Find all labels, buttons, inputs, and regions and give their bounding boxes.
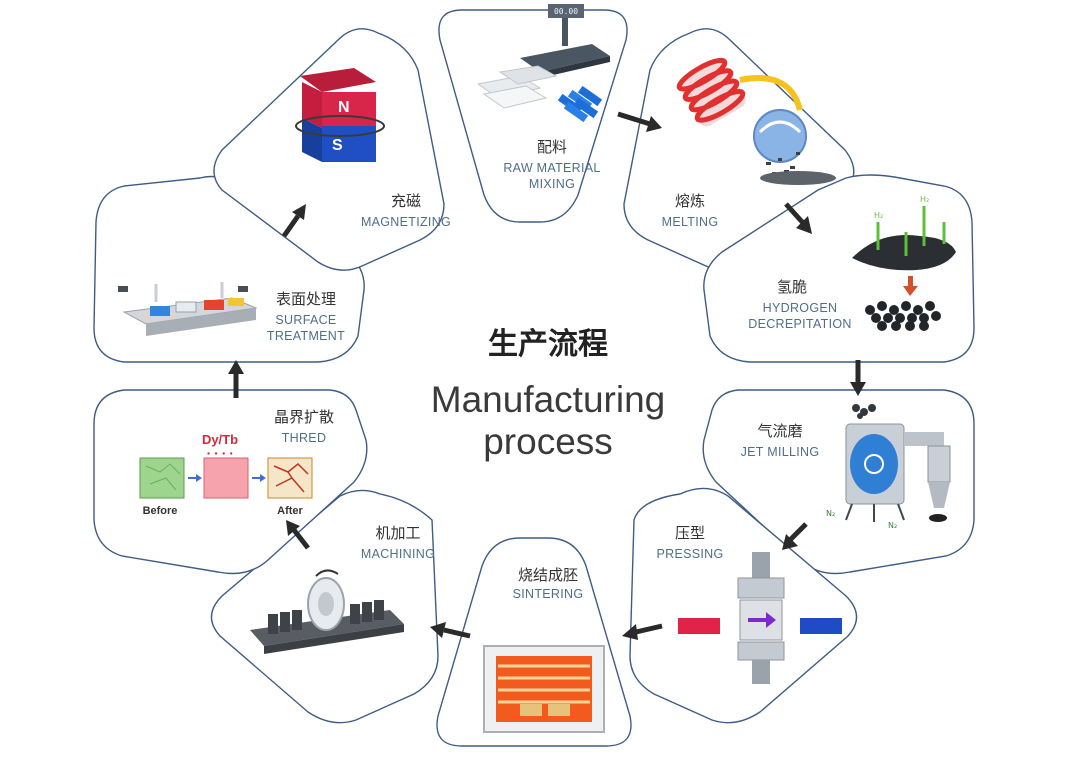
magnet-cube-illustration: N S [295, 68, 385, 162]
step-grain-boundary-diffusion: 晶界扩散 THRED [274, 408, 334, 445]
svg-text:N₂: N₂ [888, 521, 897, 530]
furnace-illustration [483, 645, 605, 733]
step-label-zh: 机加工 [375, 524, 420, 542]
step-label-en: JET MILLING [741, 445, 820, 459]
step-label-en: RAW MATERIAL [503, 161, 600, 175]
blue-rods [557, 85, 603, 123]
step-label-zh: 表面处理 [276, 290, 336, 308]
svg-text:∙ ∙ ∙ ∙: ∙ ∙ ∙ ∙ [206, 449, 234, 458]
step-raw-material-mixing: 配料 RAW MATERIAL MIXING [503, 138, 600, 191]
step-label-en: PRESSING [657, 547, 724, 561]
step-label-en: MAGNETIZING [361, 215, 451, 229]
step-jet-milling: 气流磨 JET MILLING [741, 422, 820, 459]
svg-text:N: N [338, 99, 350, 116]
step-label-zh: 压型 [675, 524, 705, 542]
surface-treatment-illustration [118, 282, 258, 336]
step-label-zh: 晶界扩散 [274, 408, 334, 426]
step-machining: 机加工 MACHINING [361, 524, 435, 561]
svg-text:00.00: 00.00 [554, 7, 578, 16]
arrow-machining-to-diffusion [286, 520, 310, 550]
arrow-sintering-to-machining [430, 622, 471, 639]
svg-text:H₂: H₂ [920, 195, 929, 204]
arrow-pressing-to-sintering [622, 623, 663, 640]
svg-text:N₂: N₂ [826, 509, 835, 518]
step-hydrogen-decrepitation: 氢脆 HYDROGEN DECREPITATION [748, 278, 851, 331]
press-illustration [678, 552, 842, 684]
scale-illustration: 00.00 [520, 4, 610, 78]
arrow-mixing-to-melting [617, 111, 662, 132]
arrow-diffusion-to-surface [228, 360, 244, 398]
arrow-melting-to-hydrogen [784, 202, 812, 234]
step-label-en: HYDROGEN [763, 301, 838, 315]
svg-text:S: S [332, 137, 343, 154]
svg-text:After: After [277, 505, 303, 517]
step-label-en-2: TREATMENT [267, 329, 345, 343]
jet-mill-illustration: N₂ N₂ [826, 404, 951, 530]
tile-hydrogen-decrepitation [703, 174, 975, 363]
title-en-line1: Manufacturing [431, 379, 665, 420]
arrow-surface-to-magnetizing [281, 204, 306, 238]
step-surface-treatment: 表面处理 SURFACE TREATMENT [267, 290, 345, 343]
step-melting: 熔炼 MELTING [662, 192, 719, 229]
svg-text:Dy/Tb: Dy/Tb [202, 432, 238, 447]
step-label-zh: 熔炼 [675, 192, 705, 210]
title-zh: 生产流程 [488, 327, 608, 362]
step-label-zh: 气流磨 [757, 422, 802, 440]
step-label-en-2: DECREPITATION [748, 317, 851, 331]
svg-text:Before: Before [143, 505, 178, 517]
hydrogen-illustration: H₂ H₂ [852, 195, 956, 331]
arrow-jetmilling-to-pressing [782, 522, 808, 550]
step-label-zh: 配料 [537, 138, 567, 156]
step-label-zh: 氢脆 [777, 278, 807, 296]
step-label-zh: 烧结成胚 [518, 566, 578, 584]
step-sintering: 烧结成胚 SINTERING [513, 566, 584, 601]
melting-illustration [676, 57, 836, 185]
step-label-en: THRED [282, 431, 327, 445]
step-label-en: SINTERING [513, 587, 584, 601]
center-title: 生产流程 Manufacturing process [431, 327, 665, 462]
diffusion-illustration: Dy/Tb ∙ ∙ ∙ ∙ Before After [139, 432, 313, 517]
step-label-en: MELTING [662, 215, 719, 229]
step-label-zh: 充磁 [391, 192, 421, 210]
step-magnetizing: 充磁 MAGNETIZING [361, 192, 451, 229]
metal-ingots [476, 65, 558, 109]
machining-illustration [250, 569, 404, 654]
step-label-en: SURFACE [275, 313, 336, 327]
step-label-en: MACHINING [361, 547, 435, 561]
step-pressing: 压型 PRESSING [657, 524, 724, 561]
step-label-en-2: MIXING [529, 177, 575, 191]
arrow-hydrogen-to-jetmilling [850, 360, 866, 396]
title-en-line2: process [483, 421, 613, 462]
svg-text:H₂: H₂ [874, 211, 883, 220]
